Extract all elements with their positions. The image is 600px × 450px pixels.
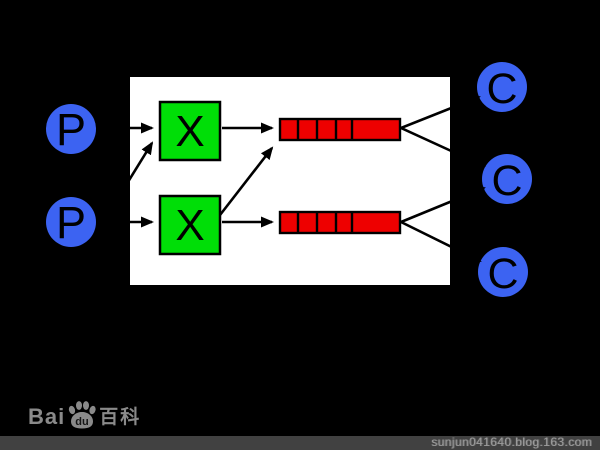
consumer-circle xyxy=(477,62,527,112)
consumer-label: C xyxy=(486,65,517,113)
producer-node: P xyxy=(46,104,96,155)
consumer-node: C xyxy=(477,62,527,113)
arrow-q1-c2 xyxy=(400,126,486,168)
consumer-circle xyxy=(482,154,532,204)
arrow-q2-c2 xyxy=(400,186,486,224)
exchange-node: X xyxy=(158,194,222,256)
exchange-label: X xyxy=(175,201,204,250)
logo-text-baike: 百科 xyxy=(99,407,142,428)
producer-node: P xyxy=(46,197,96,248)
consumer-node: C xyxy=(482,154,532,205)
consumer-circle xyxy=(478,247,528,297)
queue-node xyxy=(278,117,402,142)
exchange-node: X xyxy=(158,100,222,162)
arrow-x2-q1 xyxy=(218,146,274,216)
connection-arrows xyxy=(98,95,486,263)
producer-label: P xyxy=(56,104,86,155)
queue-box xyxy=(278,117,402,142)
footer-bar xyxy=(0,436,600,450)
producer-circle xyxy=(46,197,96,247)
consumer-node: C xyxy=(478,247,528,298)
baidu-paw-icon: du xyxy=(69,401,96,429)
watermark-url: sunjun041640.blog.163.com xyxy=(431,435,592,449)
exchange-box xyxy=(158,100,222,162)
consumer-label: C xyxy=(491,157,522,205)
baidu-baike-logo: Bai du 百科 xyxy=(28,400,141,430)
consumer-label: C xyxy=(487,250,518,298)
queue-box xyxy=(278,210,402,235)
logo-text-bai: Bai xyxy=(28,404,66,429)
producer-circle xyxy=(46,104,96,154)
arrow-q1-c1 xyxy=(400,95,481,130)
arrow-q2-c3 xyxy=(400,220,482,263)
exchange-label: X xyxy=(175,107,204,156)
queue-node xyxy=(278,210,402,235)
logo-text-du: du xyxy=(76,416,89,428)
producer-label: P xyxy=(56,197,86,248)
exchange-box xyxy=(158,194,222,256)
arrow-p2-x1 xyxy=(108,141,154,212)
